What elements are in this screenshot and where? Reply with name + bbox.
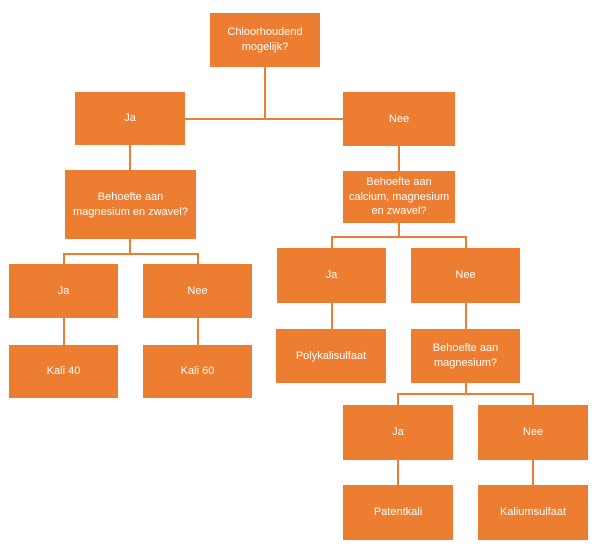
connector (63, 253, 65, 264)
connector (331, 236, 467, 238)
connector (397, 393, 399, 405)
node-kaliumsulfaat: Kaliumsulfaat (478, 485, 588, 540)
connector (197, 318, 199, 345)
connector (63, 253, 199, 255)
connector (331, 303, 333, 329)
connector (129, 145, 131, 170)
connector (331, 236, 333, 248)
node-nee-magnesium-zwavel: Nee (143, 264, 252, 318)
node-polykalisulfaat: Polykalisulfaat (276, 329, 386, 383)
connector (398, 223, 400, 238)
node-behoefte-magnesium: Behoefte aan magnesium? (411, 329, 520, 383)
node-ja-calcium: Ja (277, 248, 386, 303)
node-nee-calcium: Nee (411, 248, 520, 303)
connector (129, 239, 131, 255)
connector (185, 118, 343, 120)
connector (465, 303, 467, 329)
node-nee-chloorhoudend: Nee (343, 92, 455, 146)
node-behoefte-calcium-magnesium-zwavel: Behoefte aan calcium, magnesium en zwave… (343, 171, 455, 223)
connector (398, 146, 400, 171)
connector (465, 236, 467, 248)
node-chloorhoudend-mogelijk: Chloorhoudend mogelijk? (210, 13, 320, 67)
connector (397, 460, 399, 485)
node-kali-40: Kali 40 (9, 345, 118, 398)
node-ja-chloorhoudend: Ja (75, 92, 185, 145)
connector (397, 393, 534, 395)
connector (465, 383, 467, 395)
connector (197, 253, 199, 264)
connector (532, 393, 534, 405)
node-kali-60: Kali 60 (143, 345, 252, 398)
node-patentkali: Patentkali (343, 485, 453, 540)
connector (63, 318, 65, 345)
node-ja-magnesium: Ja (343, 405, 453, 460)
node-behoefte-magnesium-zwavel: Behoefte aan magnesium en zwavel? (65, 170, 196, 239)
connector (264, 67, 266, 119)
connector (532, 460, 534, 485)
node-nee-magnesium: Nee (478, 405, 588, 460)
node-ja-magnesium-zwavel: Ja (9, 264, 118, 318)
